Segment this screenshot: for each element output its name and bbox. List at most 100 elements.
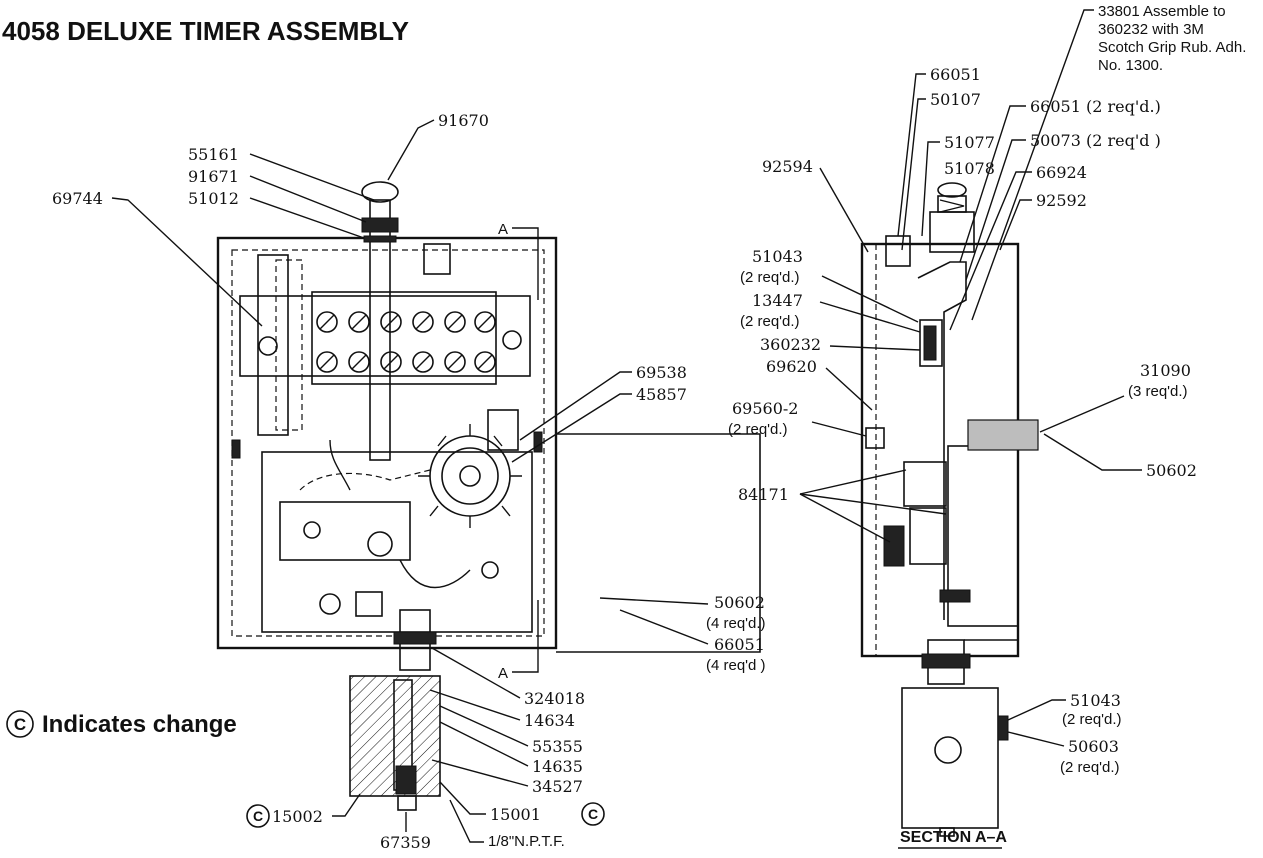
label-15002: 15002 [272,807,323,826]
label-50073: 50073 (2 req'd ) [1030,131,1161,150]
label-13447-qty: (2 req'd.) [740,313,800,330]
section-switch-bottom [909,507,947,565]
push-rod [369,199,391,461]
label-31090: 31090 [1140,361,1191,380]
section-screw-69560 [865,427,885,449]
svg-text:C: C [253,808,263,824]
label-33801-line2: 360232 with 3M [1098,21,1204,38]
label-55355: 55355 [532,737,583,756]
section-terminal [883,525,905,567]
label-69560-2: 69560-2 [732,399,798,418]
label-50602-section: 50602 [1146,461,1197,480]
microswitch [279,501,411,561]
label-34527: 34527 [532,777,583,796]
label-14635: 14635 [532,757,583,776]
terminal-screws [316,311,496,373]
terminal-strip-bracket [239,295,531,377]
label-91671: 91671 [188,167,239,186]
label-66051-front: 66051 [714,635,765,654]
switch-roller [367,531,393,557]
label-66924: 66924 [1036,163,1087,182]
label-51012: 51012 [188,189,239,208]
svg-text:A: A [498,665,508,682]
section-adhesive-pad [923,325,937,361]
mount-screw-right [502,330,522,350]
svg-text:C: C [588,806,598,822]
plug-67359 [397,795,417,811]
label-66051-front-qty: (4 req'd ) [706,657,766,674]
front-callouts: 91670 55161 91671 51012 69744 69538 4585… [52,111,766,852]
section-plug [939,827,955,837]
rod-collar [361,217,399,233]
section-switch-top [903,461,947,507]
terminal-wire-bundle [275,259,303,431]
svg-text:A: A [498,221,508,238]
label-51043-section: 51043 [752,247,803,266]
top-nut [423,243,451,275]
change-symbol-letter: C [14,715,26,734]
section-manifold-port [934,736,962,764]
push-button-cap [361,181,399,203]
lower-screw [481,561,499,579]
label-51043-section-qty: (2 req'd.) [740,269,800,286]
label-33801-line3: Scotch Grip Rub. Adh. [1098,39,1246,56]
section-view [860,182,1039,837]
change-symbol-icon [6,710,34,738]
section-gear-cover [967,419,1039,451]
label-91670: 91670 [438,111,489,130]
front-enclosure-inner [231,249,545,637]
label-69620: 69620 [766,357,817,376]
cover-plate [556,433,761,653]
label-50107: 50107 [930,90,981,109]
label-50602-front: 50602 [714,593,765,612]
label-92594: 92594 [762,157,813,176]
label-51043-bottom-qty: (2 req'd.) [1062,711,1122,728]
wire-lead [329,439,351,491]
legend-text: Indicates change [42,711,237,738]
label-51043-bottom: 51043 [1070,691,1121,710]
label-13447: 13447 [752,291,803,310]
label-50603: 50603 [1068,737,1119,756]
section-title: SECTION A–A [900,829,1007,846]
terminal-side-bar [257,254,289,436]
label-51078: 51078 [944,159,995,178]
cam-bracket [487,409,519,451]
terminal-block [311,291,497,385]
cam-wheel [418,424,522,528]
lower-wire [399,559,471,589]
label-14634: 14634 [524,711,575,730]
label-45857: 45857 [636,385,687,404]
section-clip [939,589,971,603]
lower-nut [355,591,383,617]
fitting-hex [393,631,437,645]
label-66051-2req: 66051 (2 req'd.) [1030,97,1161,116]
hinge-left [231,439,241,459]
label-51077: 51077 [944,133,995,152]
change-legend: C Indicates change [6,710,237,738]
label-31090-qty: (3 req'd.) [1128,383,1188,400]
section-manifold [901,687,999,829]
section-marker-bottom: A [498,600,539,682]
label-360232: 360232 [760,335,821,354]
label-69744: 69744 [52,189,103,208]
plug-15001 [395,765,417,795]
section-fitting-50603 [997,715,1009,741]
mount-screw-left [258,336,278,356]
front-enclosure [216,236,558,650]
section-mount-block [919,319,943,367]
section-callouts: 33801 Assemble to 360232 with 3M Scotch … [728,3,1246,849]
section-bracket [917,261,967,620]
timer-mechanism-plate [261,451,533,633]
label-84171: 84171 [738,485,789,504]
diagram-title: 4058 DELUXE TIMER ASSEMBLY [2,16,409,46]
label-15001: 15001 [490,805,541,824]
label-npt: 1/8"N.P.T.F. [488,833,565,850]
label-66051-section: 66051 [930,65,981,84]
label-67359: 67359 [380,833,431,852]
section-button-cap [937,182,967,198]
lower-knob [319,593,341,615]
section-button-housing [929,211,975,253]
label-50602-front-qty: (4 req'd.) [706,615,766,632]
hinge-right [533,431,543,453]
